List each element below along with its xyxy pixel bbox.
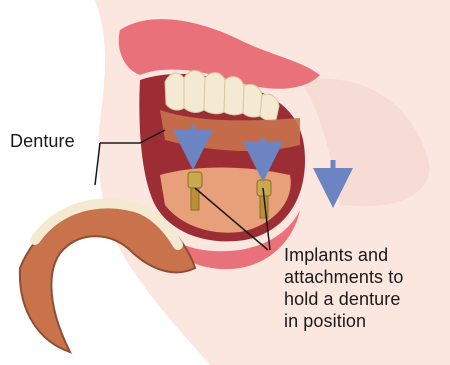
implants-label: Implants and attachments to hold a dentu… — [284, 244, 403, 332]
denture-label: Denture — [10, 130, 75, 152]
